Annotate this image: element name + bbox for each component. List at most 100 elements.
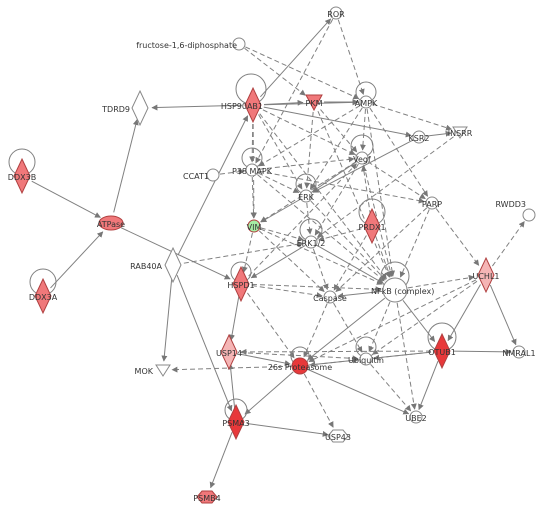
node-label-vegf: Vegf <box>353 155 371 164</box>
node-label-usp14: USP14 <box>216 349 242 358</box>
node-rab40a[interactable] <box>164 246 182 284</box>
edge-hspd1-prot <box>247 292 295 359</box>
node-label-nmral1: NMRAL1 <box>502 349 535 358</box>
edge-ampk-erk <box>309 107 363 190</box>
node-label-prot: 26s Proteasome <box>268 363 332 372</box>
node-p38[interactable] <box>245 163 259 177</box>
edge-ccat-p38 <box>219 168 245 175</box>
node-atpase[interactable] <box>98 215 124 231</box>
node-label-hsp90: HSP90AB1 <box>221 102 263 111</box>
edge-otub1-ube2 <box>418 361 439 411</box>
edge-rab40a-hsp90 <box>177 115 249 256</box>
edge-hsp90-nfkb <box>259 113 387 280</box>
node-label-otub1: OTUB1 <box>428 348 456 357</box>
edge-atpase-tdrd9 <box>113 119 139 213</box>
node-label-ube2: UBE2 <box>405 414 427 423</box>
node-ddx3a[interactable] <box>34 277 52 315</box>
node-parp[interactable] <box>425 196 439 210</box>
edge-psma3-usp14 <box>227 363 236 412</box>
node-mok[interactable] <box>155 364 171 377</box>
edge-hspd1-casp <box>251 285 323 299</box>
node-label-rab40a: RAB40A <box>130 262 162 271</box>
edge-parp-nfkb <box>399 209 430 278</box>
node-usp43[interactable] <box>327 429 349 443</box>
edge-hspd1-vegf <box>248 163 357 277</box>
edge-pkm-vegf <box>320 109 358 153</box>
node-psmb4[interactable] <box>196 490 218 504</box>
edge-insrr-erk12 <box>316 136 454 238</box>
edge-vim-nfkb <box>260 228 383 285</box>
node-usp14[interactable] <box>220 333 238 371</box>
node-label-parp: PARP <box>422 200 442 209</box>
edge-ampk-vegf <box>359 108 367 151</box>
node-prdx1[interactable] <box>363 207 381 245</box>
node-nmral1[interactable] <box>512 345 526 359</box>
edge-rab40a-psma3 <box>176 275 233 412</box>
edge-otub1-usp14 <box>240 348 432 355</box>
edge-erk12-nfkb <box>316 245 384 284</box>
edge-hsp90-tdrd9 <box>151 104 243 111</box>
edge-prot-psma3 <box>244 371 294 415</box>
edge-vegf-parp <box>367 161 426 200</box>
edge-pkm-nfkb <box>317 110 391 278</box>
node-erk[interactable] <box>299 189 313 203</box>
node-ror[interactable] <box>329 6 343 20</box>
edge-hspd1-nfkb <box>251 283 382 293</box>
edge-f16-pkm <box>244 47 306 96</box>
edge-nfkb-casp <box>337 290 383 299</box>
node-ddx3b[interactable] <box>13 157 31 195</box>
edge-vegf-erk12 <box>314 163 359 236</box>
node-uchl1[interactable] <box>477 256 495 294</box>
edge-erk-nfkb <box>310 200 386 281</box>
edge-prdx1-erk12 <box>318 228 362 242</box>
node-ampk[interactable] <box>359 95 373 109</box>
node-hsp90[interactable] <box>244 86 262 124</box>
edge-ror-p38 <box>255 18 334 164</box>
edge-hsp90-erk <box>258 114 303 190</box>
edges-layer <box>31 18 525 489</box>
edge-prot-usp43 <box>303 373 334 428</box>
edge-parp-casp <box>335 207 428 292</box>
node-label-atpase: ATPase <box>97 220 125 229</box>
edge-hsp90-ror <box>259 18 332 98</box>
node-ccat[interactable] <box>206 168 220 182</box>
node-label-ubq: Ubiquitin <box>348 356 384 365</box>
edge-vegf-erk <box>312 161 357 192</box>
edge-rab40a-erk12 <box>183 241 304 264</box>
node-casp[interactable] <box>323 290 337 304</box>
node-nfkb[interactable] <box>382 277 408 303</box>
node-label-casp: Caspase <box>313 294 347 303</box>
node-erk12[interactable] <box>304 235 318 249</box>
node-label-vim: VIM <box>247 223 262 232</box>
node-pkm[interactable] <box>305 94 323 112</box>
node-rwdd3[interactable] <box>522 208 536 222</box>
node-f16[interactable] <box>232 37 246 51</box>
node-ubq[interactable] <box>359 352 373 366</box>
edge-hsp90-vegf <box>262 109 356 155</box>
node-hspd1[interactable] <box>232 265 250 303</box>
node-label-uchl1: UCHL1 <box>472 272 499 281</box>
edge-ampk-insrr <box>372 103 452 131</box>
node-label-ksr2: KSR2 <box>409 134 430 143</box>
node-ube2[interactable] <box>409 410 423 424</box>
node-ksr2[interactable] <box>412 130 426 144</box>
edge-erk12-hspd1 <box>250 245 306 279</box>
edge-usp14-prot <box>239 353 291 366</box>
edge-otub1-nmral1 <box>452 348 512 355</box>
node-insrr[interactable] <box>452 126 468 139</box>
edge-erk-vim <box>260 199 301 223</box>
node-otub1[interactable] <box>433 332 451 370</box>
node-vim[interactable] <box>247 219 261 233</box>
node-tdrd9[interactable] <box>131 89 149 127</box>
node-label-ccat: CCAT1 <box>183 172 209 181</box>
node-prot[interactable] <box>291 357 309 375</box>
node-vegf[interactable] <box>355 151 369 165</box>
node-psma3[interactable] <box>227 403 245 441</box>
edge-uchl1-prot <box>308 279 477 363</box>
edge-vim-erk12 <box>260 227 304 242</box>
edge-rab40a-mok <box>161 275 173 362</box>
edge-nfkb-uchl1 <box>407 274 475 289</box>
